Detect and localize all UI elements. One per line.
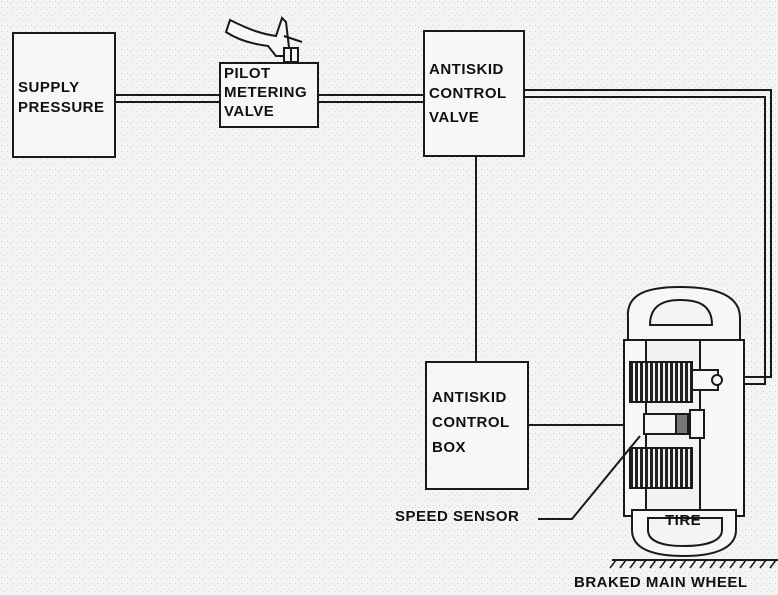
antiskid-control-valve-box: ANTISKID CONTROL VALVE bbox=[423, 30, 525, 157]
hydraulic-line-pilot-to-valve bbox=[319, 94, 423, 103]
hydraulic-line-supply-to-pilot bbox=[116, 94, 220, 103]
box-line-2: CONTROL bbox=[432, 414, 510, 431]
speed-sensor-label: SPEED SENSOR bbox=[395, 508, 520, 525]
tire-label: TIRE bbox=[665, 512, 702, 529]
valve-line-1: ANTISKID bbox=[429, 61, 504, 78]
speed-sensor-leader bbox=[538, 435, 641, 520]
braked-main-wheel-label: BRAKED MAIN WHEEL bbox=[574, 574, 748, 591]
antiskid-control-box: ANTISKID CONTROL BOX bbox=[425, 361, 529, 490]
pilot-metering-valve-box: PILOT METERING VALVE bbox=[219, 62, 319, 128]
pilot-line-2: METERING bbox=[224, 84, 308, 101]
box-line-1: ANTISKID bbox=[432, 389, 507, 406]
valve-line-3: VALVE bbox=[429, 109, 480, 126]
foot-pedal-icon bbox=[224, 16, 303, 63]
supply-line-1: SUPPLY bbox=[18, 79, 80, 96]
ground-line bbox=[609, 559, 778, 569]
pilot-line-3: VALVE bbox=[224, 103, 275, 120]
supply-line-2: PRESSURE bbox=[18, 99, 105, 116]
box-line-3: BOX bbox=[432, 439, 467, 456]
pilot-line-1: PILOT bbox=[224, 65, 271, 82]
braked-wheel-icon bbox=[623, 285, 745, 558]
valve-line-2: CONTROL bbox=[429, 85, 507, 102]
supply-pressure-box: SUPPLY PRESSURE bbox=[12, 32, 116, 158]
